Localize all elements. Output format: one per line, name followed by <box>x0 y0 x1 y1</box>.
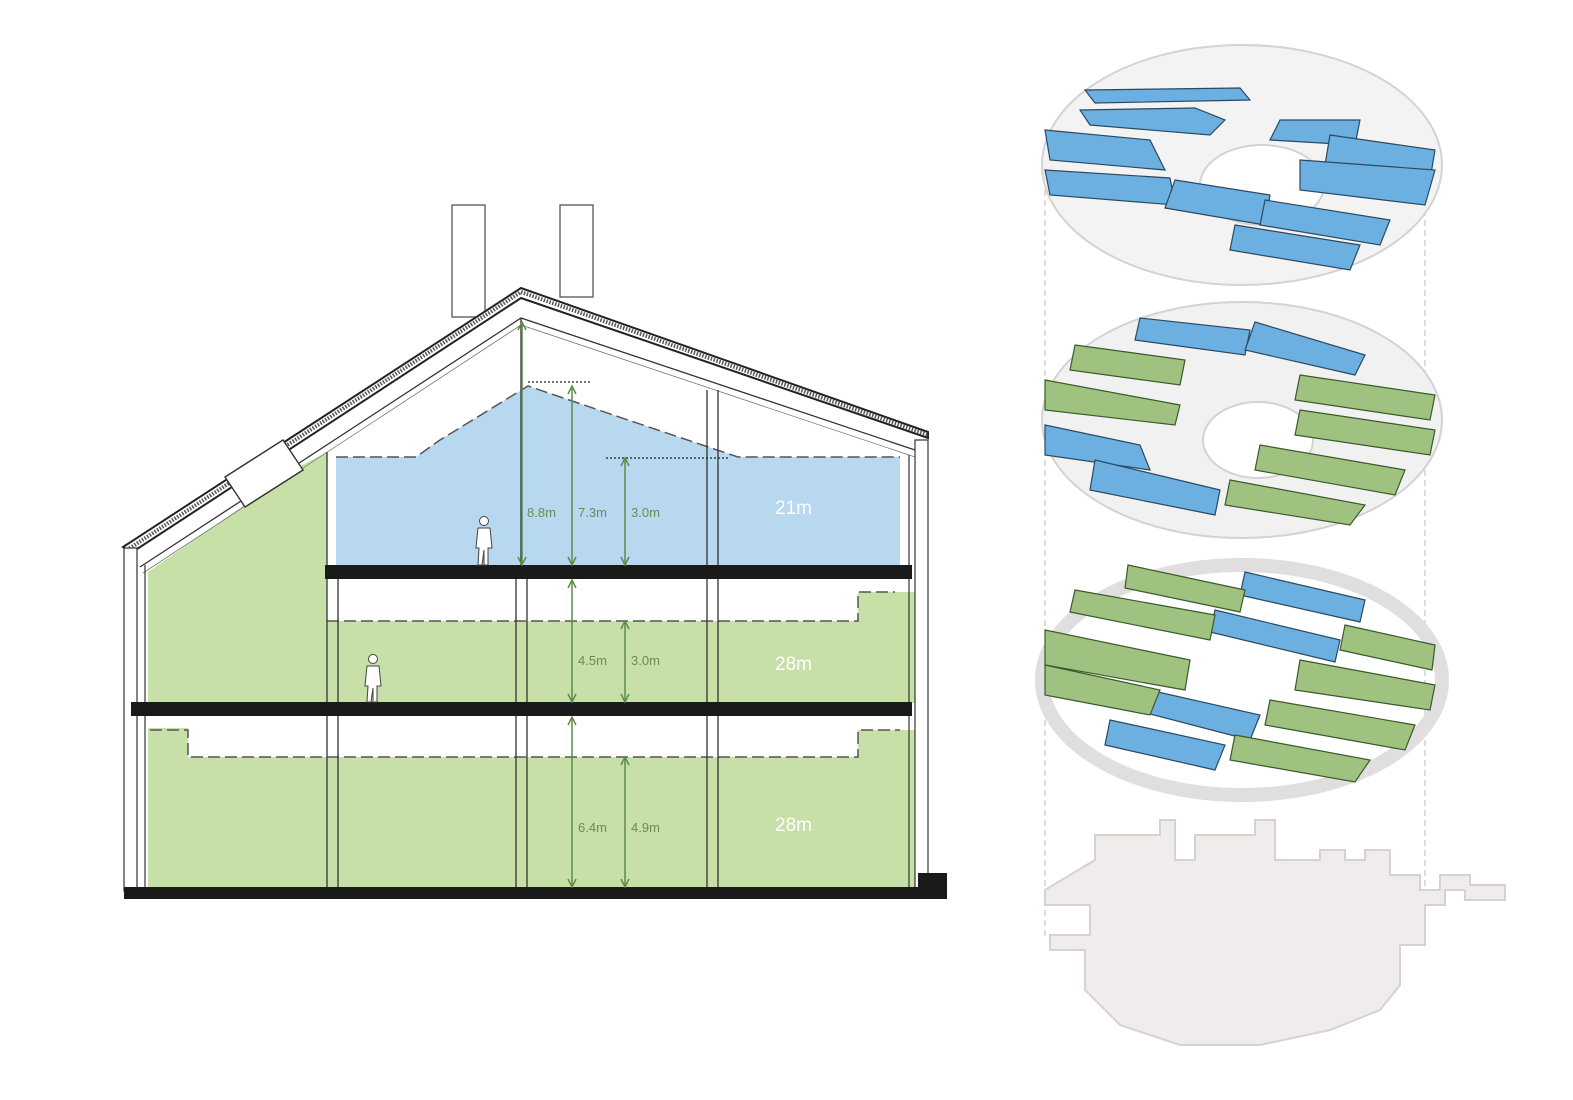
blue-zone-top-floor <box>336 386 900 565</box>
dim-label-mid-3-0: 3.0m <box>631 653 660 668</box>
slab-first-floor <box>131 702 912 716</box>
first-floor-dashed-outline <box>327 591 895 622</box>
dim-label-low-6-4: 6.4m <box>578 820 607 835</box>
axo-level-ground <box>1044 819 1506 1046</box>
right-wall <box>914 439 929 891</box>
exploded-axonometric <box>1035 44 1506 1046</box>
area-label-top-floor: 21m <box>775 498 812 519</box>
person-silhouette-top <box>475 516 493 566</box>
slab-ground <box>124 887 947 899</box>
area-label-first-floor: 28m <box>775 654 812 675</box>
dim-label-low-4-9: 4.9m <box>631 820 660 835</box>
axo-level-third <box>1041 301 1443 539</box>
dim-label-top-7-3: 7.3m <box>578 505 607 520</box>
axo-level-second <box>1035 558 1449 802</box>
skylight <box>224 439 304 508</box>
ground-floor-dashed-outline <box>150 729 900 758</box>
slab-top-floor <box>325 565 912 579</box>
columns <box>326 318 719 888</box>
chimney-left <box>451 204 486 318</box>
dim-label-top-3-0: 3.0m <box>631 505 660 520</box>
green-zone-left-upper <box>148 452 327 703</box>
area-label-ground-floor: 28m <box>775 815 812 836</box>
axo-level-top <box>1041 44 1443 286</box>
green-zone-first-floor <box>327 592 915 703</box>
blue-zone-dashed-outline <box>336 385 900 458</box>
building-section: 8.8m 7.3m 3.0m 4.5m 3.0m 6.4m 4.9m 21m 2… <box>121 204 947 899</box>
green-zone-ground-floor <box>148 728 915 887</box>
dim-label-mid-4-5: 4.5m <box>578 653 607 668</box>
dimension-lines <box>517 320 630 889</box>
person-silhouette-middle <box>364 654 382 703</box>
dim-label-top-8-8: 8.8m <box>527 505 556 520</box>
slab-ground-step <box>918 873 947 889</box>
left-wall <box>123 547 138 892</box>
chimney-right <box>559 204 594 298</box>
